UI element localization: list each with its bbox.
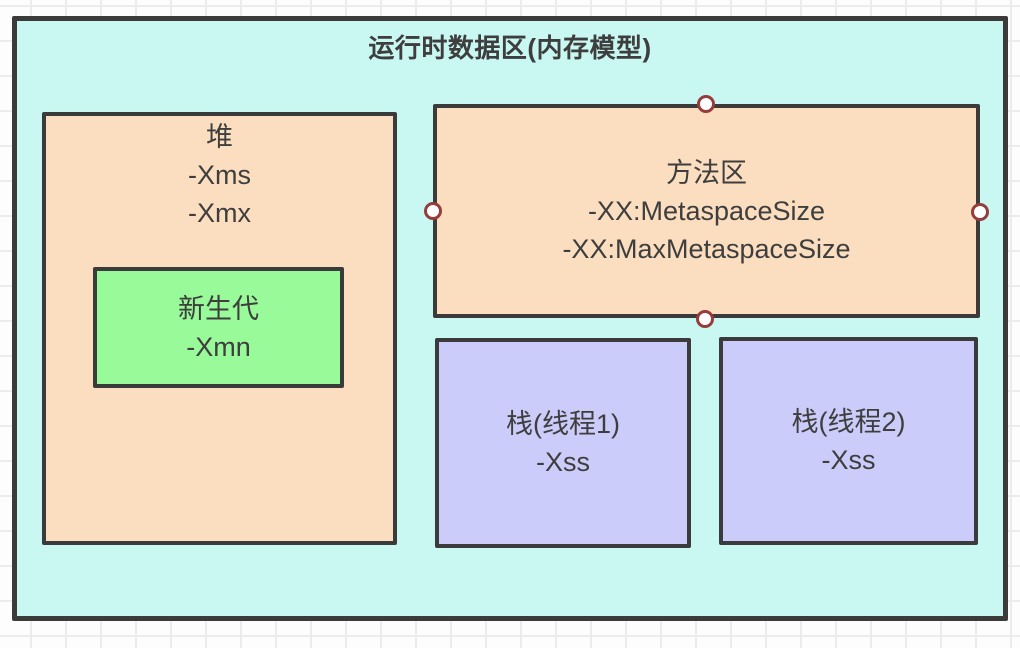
stack-thread1-box[interactable]: 栈(线程1) -Xss — [435, 338, 691, 548]
stack-thread1-xss-line: -Xss — [536, 447, 590, 477]
heap-xms-line: -Xms — [188, 160, 251, 190]
young-generation-box[interactable]: 新生代 -Xmn — [93, 267, 344, 388]
young-gen-xmn-line: -Xmn — [186, 331, 251, 362]
method-area-label: 方法区 -XX:MetaspaceSize -XX:MaxMetaspaceSi… — [437, 154, 976, 268]
diagram-title: 运行时数据区(内存模型) — [368, 33, 652, 63]
stack-thread2-label: 栈(线程2) -Xss — [723, 403, 974, 479]
stack-thread1-name-line: 栈(线程1) — [506, 409, 620, 439]
stack-thread2-name-line: 栈(线程2) — [791, 407, 906, 437]
young-gen-name-line: 新生代 — [178, 293, 259, 324]
heap-label: 堆 -Xms -Xmx — [46, 116, 393, 232]
stack-thread1-label: 栈(线程1) -Xss — [439, 405, 687, 481]
method-area-connector-top-icon[interactable] — [697, 95, 715, 113]
method-area-connector-right-icon[interactable] — [971, 203, 989, 221]
method-area-connector-left-icon[interactable] — [424, 202, 442, 220]
young-generation-label: 新生代 -Xmn — [97, 290, 340, 366]
method-area-name-line: 方法区 — [666, 158, 747, 188]
stack-thread2-xss-line: -Xss — [821, 445, 876, 475]
stack-thread2-box[interactable]: 栈(线程2) -Xss — [719, 337, 978, 545]
method-area-connector-bottom-icon[interactable] — [696, 310, 714, 328]
method-area-metaspace-line: -XX:MetaspaceSize — [587, 196, 826, 226]
method-area-box[interactable]: 方法区 -XX:MetaspaceSize -XX:MaxMetaspaceSi… — [433, 104, 980, 318]
heap-name-line: 堆 — [206, 122, 233, 152]
heap-xmx-line: -Xmx — [188, 198, 251, 228]
method-area-maxmetaspace-line: -XX:MaxMetaspaceSize — [562, 234, 851, 264]
